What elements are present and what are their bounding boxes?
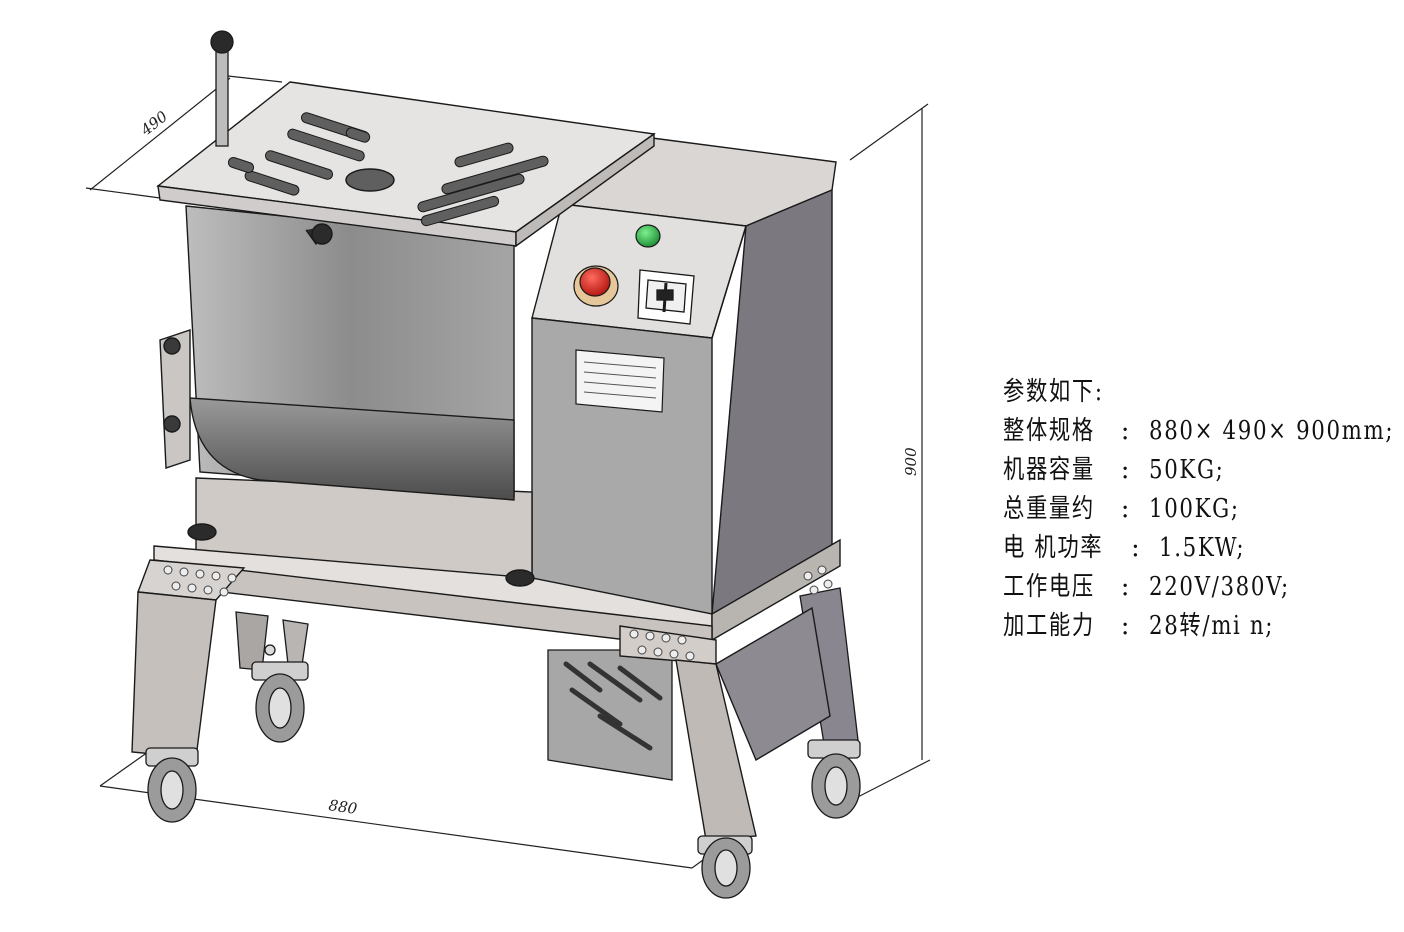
spec-row-size: 整体规格:880× 490× 900mm; [970,373,1393,446]
motor-box [547,649,673,781]
spec-label: 电 机功率 [1003,533,1104,563]
spec-heading: 参数如下: [970,334,1390,407]
spec-value: 100KG; [1149,494,1240,524]
caster-wheel-icon [807,739,861,819]
emergency-stop-icon[interactable] [573,265,619,307]
spec-separator: : [1130,533,1140,563]
spec-value: 50KG; [1149,455,1225,485]
mixing-tank [159,205,515,501]
spec-separator: : [1120,611,1130,641]
dimension-height: 900 [902,447,920,476]
spec-label: 整体规格 [1003,416,1095,446]
spec-heading-text: 参数如下: [1003,377,1104,407]
spec-label: 加工能力 [1003,611,1095,641]
spec-panel: 参数如下: 整体规格:880× 490× 900mm; 机器容量:50KG; 总… [970,334,1393,641]
spec-separator: : [1120,572,1130,602]
spec-row-throughput: 加工能力:28转/mi n; [970,568,1390,641]
caster-wheel-icon [251,644,309,743]
spec-value: 28转/mi n; [1149,611,1275,641]
spec-row-voltage: 工作电压:220V/380V; [970,529,1390,602]
power-indicator-icon [635,224,661,248]
dimension-lines [85,75,931,869]
spec-label: 工作电压 [1003,572,1095,602]
spec-separator: : [1120,455,1130,485]
caster-wheel-icon [145,747,199,823]
spec-value: 880× 490× 900mm; [1149,416,1395,446]
spec-value: 1.5KW; [1159,533,1246,563]
rotary-switch-icon[interactable] [637,269,695,325]
spec-separator: : [1120,494,1130,524]
spec-value: 220V/380V; [1149,572,1290,602]
spec-label: 机器容量 [1003,455,1095,485]
spec-row-weight: 总重量约:100KG; [970,451,1390,524]
spec-row-capacity: 机器容量:50KG; [970,412,1390,485]
nameplate-icon [575,349,665,413]
lid-handle[interactable] [210,30,234,147]
mixer-lid[interactable] [156,81,656,248]
spec-separator: : [1120,416,1130,446]
dimension-depth: 490 [137,107,172,140]
spec-label: 总重量约 [1003,494,1095,524]
rear-leg-left [235,611,309,671]
base-frame [131,477,841,841]
spec-row-motor-power: 电 机功率:1.5KW; [970,490,1390,563]
dimension-width: 880 [327,796,358,818]
caster-wheel-icon [697,835,753,899]
